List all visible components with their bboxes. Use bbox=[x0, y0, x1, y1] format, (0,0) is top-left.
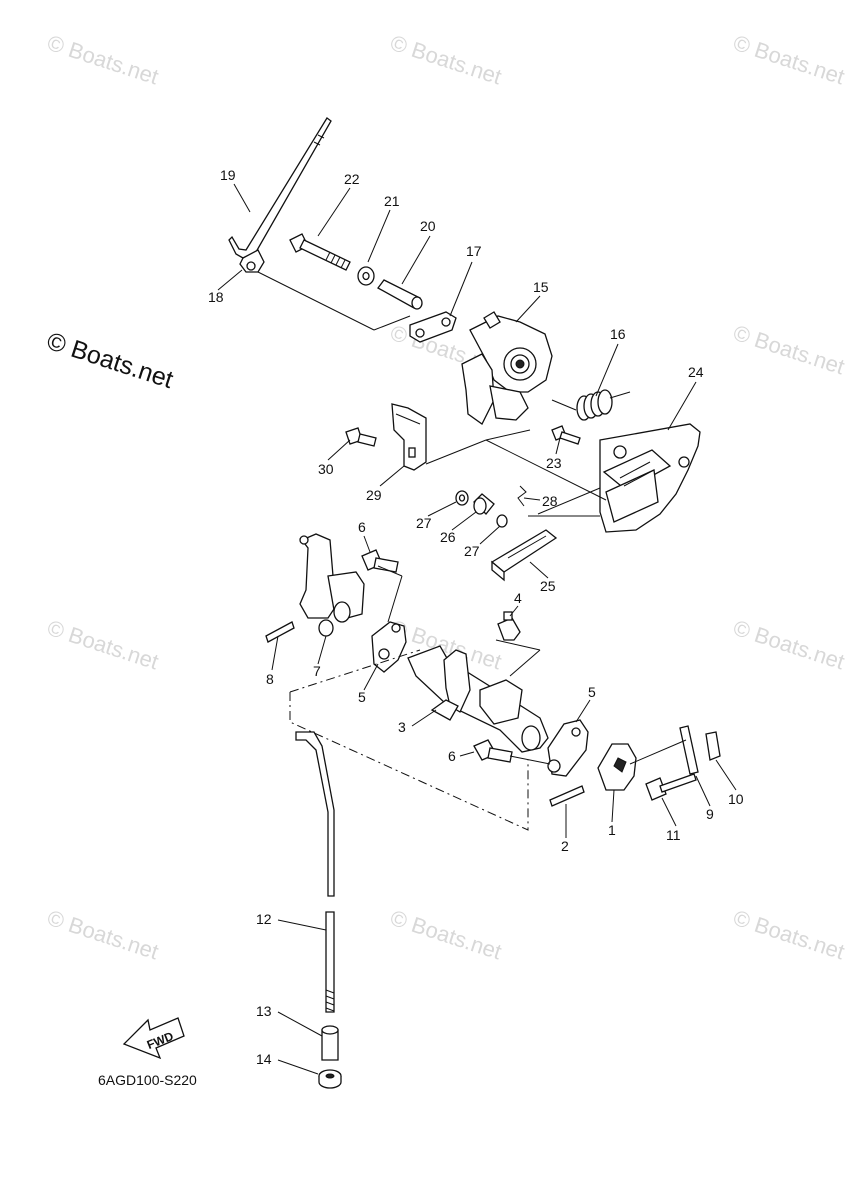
callout-20: 20 bbox=[420, 218, 436, 234]
callout-18: 18 bbox=[208, 289, 224, 305]
part-16-spring bbox=[551, 389, 631, 421]
part-19-rod bbox=[228, 117, 332, 259]
callout-3: 3 bbox=[398, 719, 406, 735]
part-21-washer bbox=[357, 266, 375, 286]
part-14-nut bbox=[318, 1069, 342, 1089]
callout-23: 23 bbox=[546, 455, 562, 471]
callout-11: 11 bbox=[666, 827, 681, 843]
callout-16: 16 bbox=[610, 326, 626, 342]
callout-9: 9 bbox=[706, 806, 714, 822]
callout-4: 4 bbox=[514, 590, 522, 606]
part-6-bolt bbox=[361, 549, 399, 573]
part-9-plate bbox=[679, 725, 699, 775]
callout-10: 10 bbox=[728, 791, 744, 807]
part-1-arm bbox=[597, 743, 637, 791]
part-25-block bbox=[490, 529, 558, 582]
part-2-pin bbox=[549, 785, 585, 807]
part-13-sleeve bbox=[321, 1025, 339, 1061]
part-6-bolt bbox=[473, 739, 513, 763]
callout-5: 5 bbox=[588, 684, 596, 700]
part-4-clip bbox=[497, 611, 521, 641]
part-3-shaft bbox=[407, 645, 549, 753]
callout-25: 25 bbox=[540, 578, 556, 594]
part-8-pin bbox=[265, 621, 295, 643]
part-5-clamp bbox=[371, 621, 407, 673]
diagram-code: 6AGD100-S220 bbox=[98, 1072, 197, 1088]
part-26-collar bbox=[473, 493, 495, 515]
part-12-rod bbox=[295, 731, 335, 1013]
callout-7: 7 bbox=[313, 663, 321, 679]
part-20-collar bbox=[377, 279, 423, 310]
part-29-plate bbox=[391, 403, 427, 471]
callout-21: 21 bbox=[384, 193, 400, 209]
callout-15: 15 bbox=[533, 279, 549, 295]
callout-8: 8 bbox=[266, 671, 274, 687]
callout-28: 28 bbox=[542, 493, 558, 509]
callout-27: 27 bbox=[464, 543, 480, 559]
callout-17: 17 bbox=[466, 243, 482, 259]
callout-6: 6 bbox=[448, 748, 456, 764]
callout-26: 26 bbox=[440, 529, 456, 545]
part-5-clamp bbox=[547, 719, 589, 777]
part-11-bolt bbox=[645, 773, 697, 801]
callout-2: 2 bbox=[561, 838, 569, 854]
part-24-bracket bbox=[599, 423, 701, 533]
callout-1: 1 bbox=[608, 822, 616, 838]
part-17-link bbox=[409, 311, 457, 343]
part-22-bolt bbox=[289, 233, 351, 271]
part-27-washer bbox=[496, 514, 508, 528]
callout-12: 12 bbox=[256, 911, 272, 927]
callout-5: 5 bbox=[358, 689, 366, 705]
part-27-washer bbox=[455, 490, 469, 506]
part-30-bolt bbox=[345, 427, 377, 447]
callout-22: 22 bbox=[344, 171, 360, 187]
part-23-bolt bbox=[551, 425, 581, 445]
fwd-arrow-icon: FWD bbox=[122, 1017, 185, 1060]
part-10-tab bbox=[705, 731, 721, 761]
callout-6: 6 bbox=[358, 519, 366, 535]
callout-13: 13 bbox=[256, 1003, 272, 1019]
callout-14: 14 bbox=[256, 1051, 272, 1067]
callout-30: 30 bbox=[318, 461, 334, 477]
callout-29: 29 bbox=[366, 487, 382, 503]
part-7-lever bbox=[299, 533, 365, 637]
callout-19: 19 bbox=[220, 167, 236, 183]
callout-24: 24 bbox=[688, 364, 704, 380]
part-28-pin bbox=[517, 485, 527, 507]
callout-27: 27 bbox=[416, 515, 432, 531]
part-15-lever bbox=[461, 311, 553, 425]
